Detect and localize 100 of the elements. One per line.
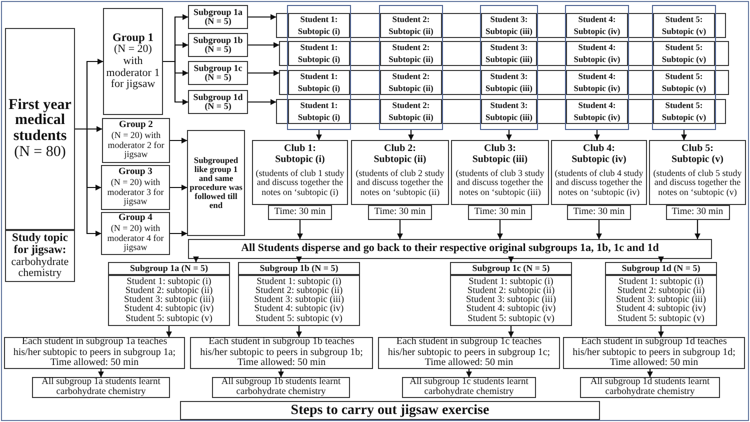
list-item: Student 2: subtopic (ii) [617,287,705,296]
process-box [101,212,170,255]
box-text: Time: 30 min [274,208,326,218]
list-heading: Subgroup 1c (N = 5) [451,263,571,276]
arrow [658,326,664,338]
cell-text: Student 5: Subtopic (v) [660,14,708,37]
process-box [188,239,712,259]
cell-text: Student 5: Subtopic (v) [660,42,708,65]
arrow [297,220,303,240]
time-box [268,205,332,220]
arrow [296,256,302,262]
box-heading: Club 4: Subtopic (iv) [570,144,628,165]
list-item: Student 1: subtopic (i) [126,278,212,288]
process-box [103,8,163,115]
box-text: (students of club 2 study and discuss together the notes on ‘subtopic (ii) [354,169,446,198]
box-text: carbohydrate chemistry [10,256,70,280]
cell-text: Student 5: Subtopic (v) [660,71,708,94]
cell-text: Student 1: Subtopic (i) [296,14,342,37]
arrow [75,128,102,236]
box-text: Time: 30 min [474,208,526,218]
table-row [276,99,726,124]
table-row [276,13,726,38]
list-item: Student 3: subtopic (iii) [124,296,214,306]
table-cell [380,70,442,95]
process-box [212,377,350,398]
arrow [658,256,664,262]
list-item: Student 2: subtopic (ii) [125,287,213,296]
arrow [170,138,188,144]
table-cell [653,41,715,66]
box-text: Time: 30 min [573,208,625,218]
box-heading: First year medical students [8,98,72,145]
arrow [248,99,276,105]
table-cell [566,41,628,66]
cell-text: Student 2: Subtopic (ii) [388,14,434,37]
cell-text: Student 5: Subtopic (v) [660,100,708,123]
box-heading: Club 5: Subtopic (v) [670,144,724,165]
list-heading: Subgroup 1b (N = 5) [239,263,359,276]
list-item: Student 4: subtopic (iv) [616,305,706,314]
table-cell [288,70,350,95]
arrow [316,130,322,140]
box-heading: Club 3: Subtopic (iii) [471,144,529,165]
box-heading: Group 3 [118,168,152,178]
table-row [279,70,729,95]
list-item: Student 5: subtopic (v) [256,314,342,324]
cell-text: Student 4: Subtopic (iv) [572,14,622,37]
cell-text: Student 3: Subtopic (iii) [484,71,534,94]
arrow [506,130,512,140]
list-heading: Subgroup 1a (N = 5) [109,263,229,276]
list-item: Student 5: subtopic (v) [468,314,554,324]
cell-text: Student 3: Subtopic (iii) [484,14,534,37]
arrow [508,256,514,262]
table-cell [380,99,442,124]
cell-text: Student 1: Subtopic (i) [296,42,342,65]
cell-text: Student 2: Subtopic (ii) [388,42,434,65]
process-box [5,28,75,230]
arrow [193,256,199,262]
cell-text: Student 4: Subtopic (iv) [572,100,622,123]
box-heading: Group 2 [119,121,153,132]
table-cell [566,70,628,95]
list-item: Student 4: subtopic (iv) [124,305,214,314]
list-box [108,262,230,326]
box-text: All subgroup 1a students learnt carbohydrate chemistry [40,378,162,398]
arrow [508,326,514,338]
box-text: (N = 20) with moderator 3 for jigsaw [106,178,165,207]
arrow [466,369,472,378]
table-cell [288,99,350,124]
cell-text: Student 3: Subtopic (iii) [484,42,534,65]
box-text: Each student in subgroup 1b teaches his/her subtopic to peers in subgroup 1b; Time allowed: 50 min [199,337,364,369]
table-cell [653,13,715,38]
table-cell [566,13,628,38]
table-cell [380,41,442,66]
table-cell [288,41,350,66]
process-box [551,140,647,205]
list-item: Student 4: subtopic (iv) [466,305,556,314]
box-text: (N = 5) [204,45,232,54]
process-box [188,5,248,29]
process-box [5,230,75,282]
box-heading: Subgroup 1b [193,36,243,45]
process-box [351,140,449,205]
box-text: (students of club 3 study and discuss together the notes on ‘subtopic (iii) [454,169,546,198]
arrow [248,14,276,20]
box-text: All subgroup 1d students learnt carbohydrate chemistry [589,378,711,398]
list-item: Student 5: subtopic (v) [618,314,704,324]
table-cell [653,99,715,124]
arrow [248,70,280,76]
time-box [468,205,532,220]
process-box [580,377,720,398]
box-text: Subgrouped like group 1 and same procedure was followed till end [188,156,244,210]
arrow [497,220,503,240]
arrow [98,369,104,378]
box-text: All subgroup 1b students learnt carbohydrate chemistry [220,378,342,398]
arrow [397,220,403,240]
box-text: (students of club 4 study and discuss together the notes on ‘subtopic (iv) [554,169,644,198]
table-cell [380,13,442,38]
column-outline [379,5,443,130]
note-box [187,130,245,236]
arrow [594,130,600,140]
box-text: Each student in subgroup 1c teaches his/her subtopic to peers in subgroup 1c; Time allowed: 50 min [386,337,552,369]
column-outline [480,5,538,130]
box-heading: Subgroup 1d [193,92,243,102]
